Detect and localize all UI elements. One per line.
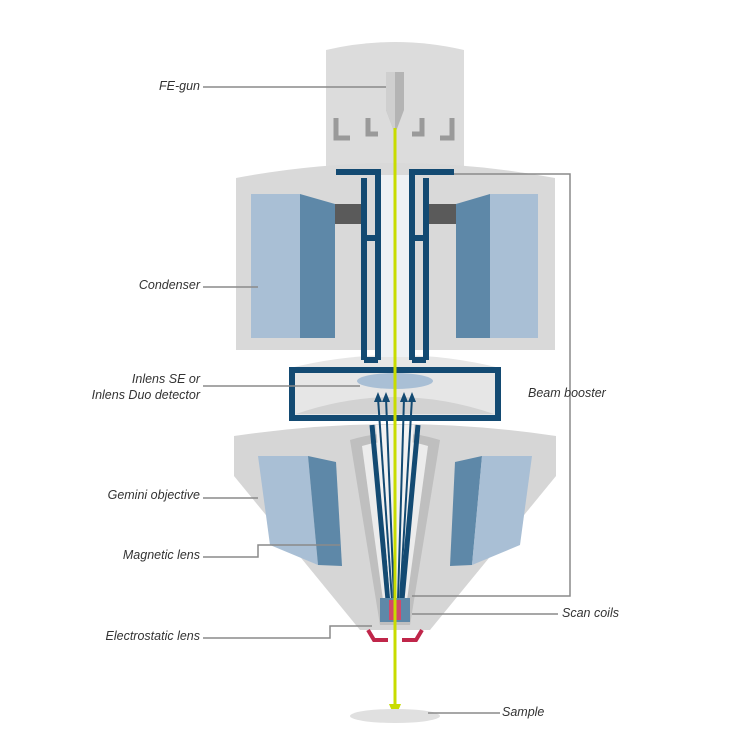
magnetic-lens-left	[258, 456, 342, 566]
signal-electron-arrows	[377, 397, 413, 601]
arrowheads	[374, 392, 416, 402]
objective-tube	[369, 424, 421, 601]
beam-booster-tube	[336, 169, 454, 363]
label-electrostatic-lens: Electrostatic lens	[105, 629, 200, 643]
fe-gun-icon	[386, 72, 404, 134]
label-fe-gun: FE-gun	[159, 79, 200, 93]
label-magnetic-lens: Magnetic lens	[122, 548, 200, 562]
electrostatic-lens	[366, 628, 424, 642]
label-condenser: Condenser	[138, 278, 200, 292]
sample	[350, 709, 440, 723]
magnetic-lens-right	[450, 456, 532, 566]
label-gemini-objective: Gemini objective	[107, 488, 200, 502]
gun-apertures	[333, 118, 455, 141]
label-inlens-line1: Inlens SE or	[131, 372, 200, 386]
pole-piece-right	[425, 204, 456, 224]
leader-lines	[203, 86, 571, 714]
label-scan-coils: Scan coils	[562, 606, 619, 620]
condenser-lens-left	[251, 194, 335, 338]
condenser-lens-right	[456, 194, 538, 338]
label-inlens-line2: Inlens Duo detector	[91, 388, 200, 402]
pole-piece-left	[335, 204, 365, 224]
label-sample: Sample	[502, 705, 545, 719]
label-beam-booster: Beam booster	[528, 386, 606, 400]
